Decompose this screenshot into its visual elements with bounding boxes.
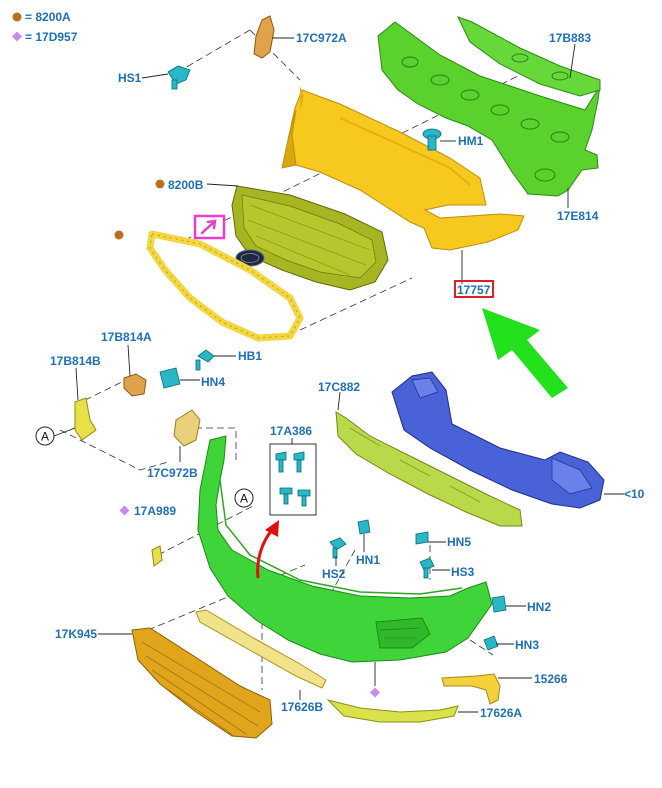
green-direction-arrow-icon <box>482 308 568 398</box>
label-17626a: 17626A <box>480 706 522 720</box>
label-17b883: 17B883 <box>549 31 591 45</box>
label-hn2: HN2 <box>527 600 551 614</box>
marker-8200a-frame <box>114 230 124 240</box>
part-8200b-grille <box>231 185 389 291</box>
legend-item-8200a: = 8200A <box>25 10 71 24</box>
part-15266-trim <box>441 673 501 705</box>
label-hn3: HN3 <box>515 638 539 652</box>
part-17c972b-bracket <box>173 409 201 447</box>
part-17c882-absorber <box>335 411 523 527</box>
fastener-hs1 <box>167 65 191 90</box>
label-8200b: 8200B <box>168 178 204 192</box>
part-17b814a-bracket <box>123 373 147 397</box>
reference-a-left-text: A <box>41 430 49 444</box>
reference-a-right-text: A <box>240 492 248 506</box>
emblem-badge <box>235 249 265 267</box>
legend: = 8200A = 17D957 <box>12 10 78 44</box>
part-17b883-upper-support <box>377 16 601 197</box>
fastener-hn4 <box>159 367 181 389</box>
emblem-arrow-icon <box>193 214 226 240</box>
label-hs1: HS1 <box>118 71 142 85</box>
part-labels: 17C972A HS1 17B883 HM1 8200B 17E814 1775… <box>50 31 645 720</box>
label-17b814a: 17B814A <box>101 330 152 344</box>
legend-marker-17d957 <box>12 31 22 42</box>
part-17a989-clip <box>151 545 163 567</box>
label-17a989: 17A989 <box>134 504 176 518</box>
fastener-hn3 <box>483 635 499 651</box>
fastener-hn2 <box>491 595 507 613</box>
label-17e814: 17E814 <box>557 209 599 223</box>
label-17k945: 17K945 <box>55 627 97 641</box>
label-17757: 17757 <box>457 283 491 297</box>
label-17b814b: 17B814B <box>50 354 101 368</box>
fastener-hs3 <box>419 557 435 579</box>
label-hs2: HS2 <box>322 567 346 581</box>
label-15266: 15266 <box>534 672 568 686</box>
part-reinforcement-beam <box>391 371 605 509</box>
part-17626a-lower-lip <box>326 699 459 723</box>
fastener-hm1 <box>422 128 442 151</box>
part-17a386-fastener-kit <box>269 443 317 516</box>
fastener-hb1 <box>195 349 215 371</box>
label-17c882: 17C882 <box>318 380 360 394</box>
legend-marker-8200a <box>12 12 22 22</box>
label-hm1: HM1 <box>458 134 484 148</box>
label-hn1: HN1 <box>356 553 380 567</box>
legend-item-17d957: = 17D957 <box>25 30 78 44</box>
leader-lines <box>75 37 624 713</box>
label-17c972b: 17C972B <box>147 466 198 480</box>
red-curved-arrow-icon <box>256 520 279 579</box>
part-front-bumper-cover <box>197 435 493 663</box>
part-17757-upper-cover <box>281 86 525 251</box>
reference-a-right: A <box>234 488 254 508</box>
label-17626b: 17626B <box>281 700 323 714</box>
label-hb1: HB1 <box>238 349 262 363</box>
fastener-hn5 <box>415 531 429 545</box>
fastener-hn1 <box>357 519 371 535</box>
reference-a-left: A <box>35 426 55 446</box>
label-hn5: HN5 <box>447 535 471 549</box>
label-10-cut: <10 <box>624 487 645 501</box>
label-17a386: 17A386 <box>270 424 312 438</box>
label-hn4: HN4 <box>201 375 225 389</box>
part-grille-surround-frame <box>146 230 304 342</box>
marker-8200a-grille <box>155 179 165 189</box>
highlight-box-17757 <box>454 280 494 298</box>
marker-17d957-bumper <box>370 687 380 698</box>
part-17626b-trim-strip <box>195 609 327 689</box>
part-17c972a-bracket <box>253 15 275 59</box>
fastener-hs2 <box>329 537 347 559</box>
part-17b814b-bracket <box>74 397 97 441</box>
label-17c972a: 17C972A <box>296 31 347 45</box>
label-hs3: HS3 <box>451 565 475 579</box>
marker-17d957-clip <box>119 505 130 516</box>
part-17k945-lower-grille <box>131 627 273 739</box>
